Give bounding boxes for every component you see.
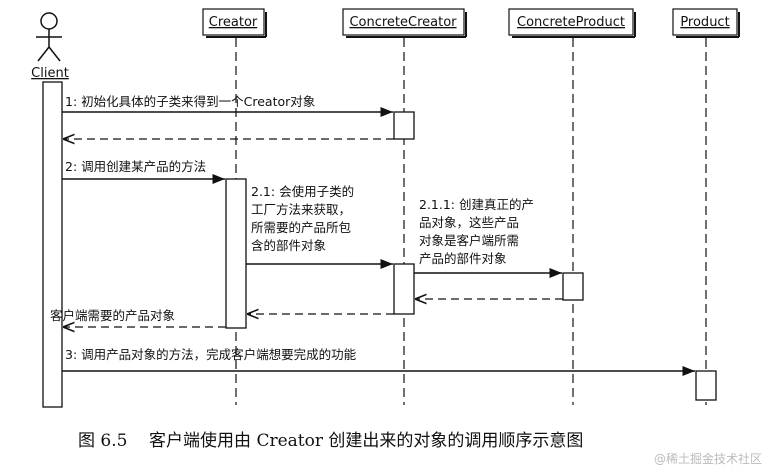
activation-concrete-creator-2 <box>393 263 415 315</box>
message-3: 3: 调用产品对象的方法，完成客户端想要完成的功能 <box>62 347 695 377</box>
activation-concrete-product <box>562 272 584 301</box>
activation-creator <box>225 178 247 329</box>
activation-concrete-creator-1 <box>393 111 415 140</box>
watermark: @稀土掘金技术社区 <box>654 451 762 466</box>
message-2-1-1-label: 品对象，这些产品 <box>419 215 519 230</box>
actor-leg-right <box>48 46 61 62</box>
participant-box <box>508 8 634 36</box>
participant-concrete-creator: ConcreteCreator <box>342 8 467 38</box>
participant-concrete-product: ConcreteProduct <box>508 8 636 38</box>
participant-product: Product <box>672 8 740 38</box>
participant-product-label: Product <box>680 15 729 30</box>
figure-caption: 图 6.5 客户端使用由 Creator 创建出来的对象的调用顺序示意图 <box>78 430 583 451</box>
participant-box <box>202 8 265 36</box>
client-actor: Client <box>31 12 69 81</box>
message-2-1: 2.1: 会使用子类的 工厂方法来获取， 所需要的产品所包 含的部件对象 <box>246 184 393 270</box>
activation-client <box>42 81 63 408</box>
message-2-1-1: 2.1.1: 创建真正的产 品对象，这些产品 对象是客户端所需 产品的部件对象 <box>414 197 562 279</box>
message-2-1-label: 所需要的产品所包 <box>251 220 351 235</box>
message-1-label: 1: 初始化具体的子类来得到一个Creator对象 <box>65 94 315 109</box>
participant-box <box>342 8 465 36</box>
message-2-1-label: 含的部件对象 <box>251 238 326 253</box>
message-2-label: 2: 调用创建某产品的方法 <box>65 159 206 174</box>
message-3-label: 3: 调用产品对象的方法，完成客户端想要完成的功能 <box>65 347 357 362</box>
participant-concrete-product-label: ConcreteProduct <box>517 15 625 30</box>
participant-creator: Creator <box>202 8 267 38</box>
actor-leg-left <box>37 46 50 62</box>
participant-creator-label: Creator <box>209 15 258 30</box>
participant-client-label: Client <box>31 66 69 81</box>
participant-box <box>672 8 738 36</box>
return-to-client-label: 客户端需要的产品对象 <box>50 308 175 323</box>
message-2-1-1-label: 产品的部件对象 <box>419 251 507 266</box>
return-to-client: 客户端需要的产品对象 <box>50 308 226 327</box>
message-2: 2: 调用创建某产品的方法 <box>62 159 225 185</box>
message-2-1-1-label: 2.1.1: 创建真正的产 <box>419 197 534 212</box>
message-2-1-label: 2.1: 会使用子类的 <box>251 184 354 199</box>
message-2-1-label: 工厂方法来获取， <box>251 202 351 217</box>
activation-product <box>695 370 717 401</box>
actor-head <box>40 12 58 30</box>
message-1: 1: 初始化具体的子类来得到一个Creator对象 <box>62 94 393 118</box>
participant-concrete-creator-label: ConcreteCreator <box>349 15 457 30</box>
message-2-1-1-label: 对象是客户端所需 <box>419 233 519 248</box>
